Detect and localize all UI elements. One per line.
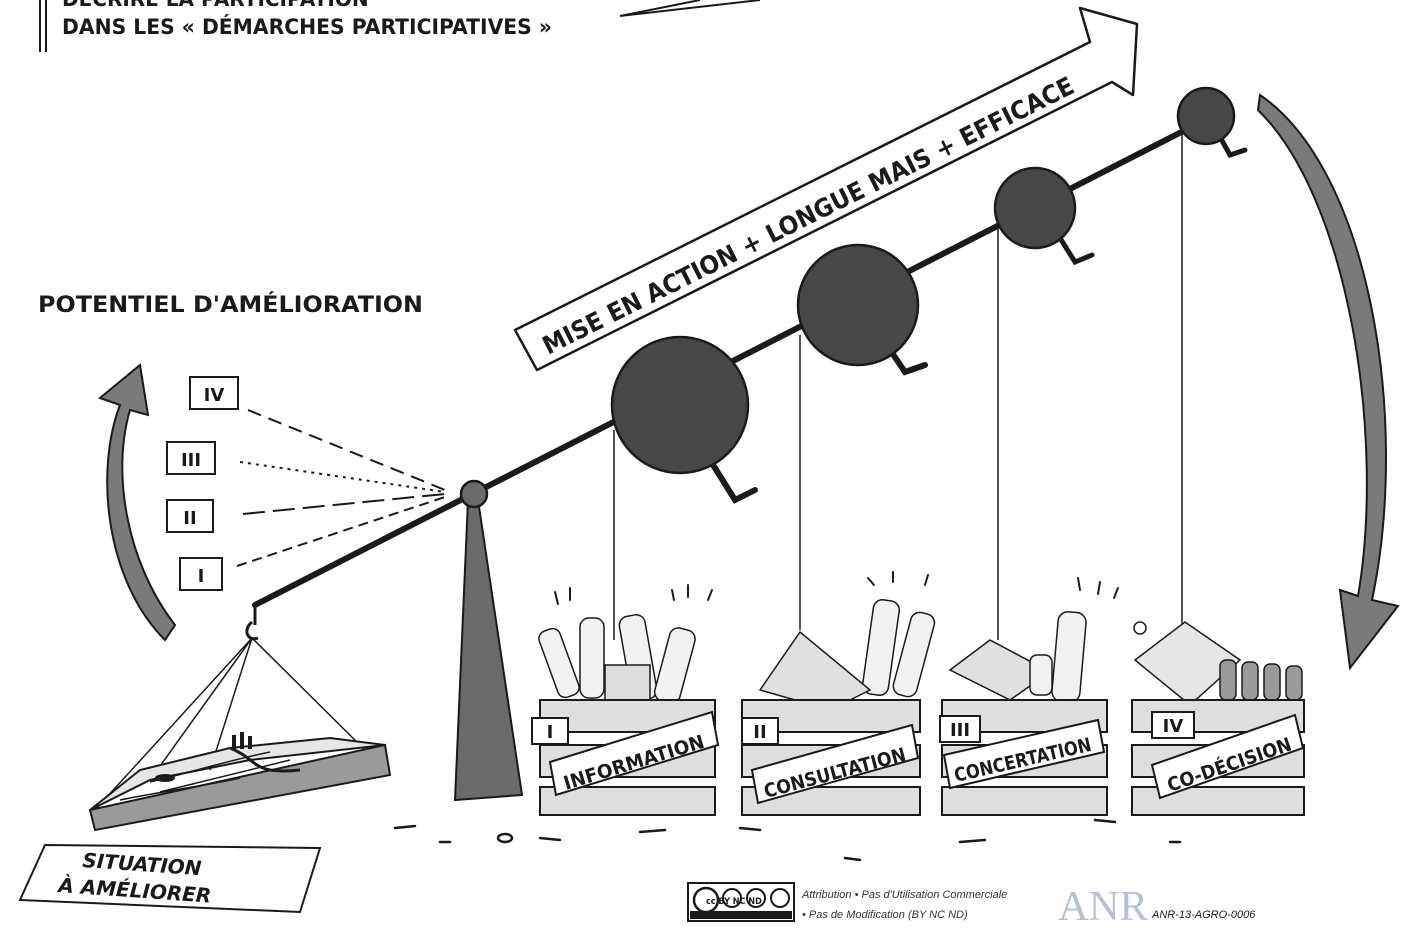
anr-logo: ANR ANR-13-AGRO-0006: [1058, 884, 1256, 930]
header: DÉCRIRE LA PARTICIPATION DANS LES « DÉMA…: [39, 0, 761, 52]
weight-1: [610, 335, 758, 640]
crate-numeral-i: I: [547, 722, 554, 743]
crate-numeral-ii: II: [753, 722, 766, 743]
curved-arrow-down-icon: [1256, 93, 1400, 671]
svg-text:I: I: [198, 566, 205, 587]
motion-marks: [554, 571, 1119, 605]
speech-pointer-shape: [619, 0, 761, 17]
anr-logo-text: ANR: [1058, 884, 1148, 930]
crate-information: I INFORMATION: [531, 614, 720, 816]
header-line-2: DANS LES « DÉMARCHES PARTICIPATIVES »: [62, 14, 552, 39]
level-box-iv: IV: [189, 376, 446, 491]
header-line-1: DÉCRIRE LA PARTICIPATION: [62, 0, 369, 11]
crate-consultation: II CONSULTATION: [741, 599, 936, 816]
crate-numeral-iv: IV: [1163, 716, 1184, 737]
license-line-2: • Pas de Modification (BY NC ND): [802, 909, 968, 921]
crate-co-decision: IV CO-DÉCISION: [1131, 621, 1305, 816]
anr-code: ANR-13-AGRO-0006: [1151, 909, 1256, 921]
weight-3: [993, 166, 1095, 640]
level-indicators: IV III II I: [166, 376, 446, 591]
license-line-1: Attribution • Pas d'Utilisation Commerci…: [801, 889, 1007, 901]
weight-4: [1176, 86, 1248, 640]
svg-text:II: II: [183, 508, 196, 529]
weight-2: [796, 243, 928, 630]
scale-pan: [88, 637, 392, 832]
level-box-ii: II: [166, 493, 446, 533]
crate-concertation: III CONCERTATION: [939, 611, 1108, 816]
landscape-book-icon: [88, 732, 392, 832]
situation-card: SITUATION À AMÉLIORER: [18, 843, 322, 914]
potential-label: POTENTIEL D'AMÉLIORATION: [38, 292, 423, 318]
curved-arrow-up-icon: [97, 363, 177, 642]
cc-license-icon: cc BY NC ND: [687, 882, 795, 922]
cc-badge-text: cc BY NC ND: [706, 897, 762, 907]
ground-marks: [393, 818, 1182, 862]
svg-text:III: III: [181, 450, 201, 471]
level-box-i: I: [179, 496, 446, 591]
fulcrum: [453, 479, 524, 802]
weights: [610, 86, 1248, 640]
crate-numeral-iii: III: [950, 720, 970, 741]
svg-text:IV: IV: [204, 385, 225, 406]
license-block: cc BY NC ND Attribution • Pas d'Utilisat…: [687, 882, 1007, 922]
level-box-iii: III: [166, 441, 446, 493]
